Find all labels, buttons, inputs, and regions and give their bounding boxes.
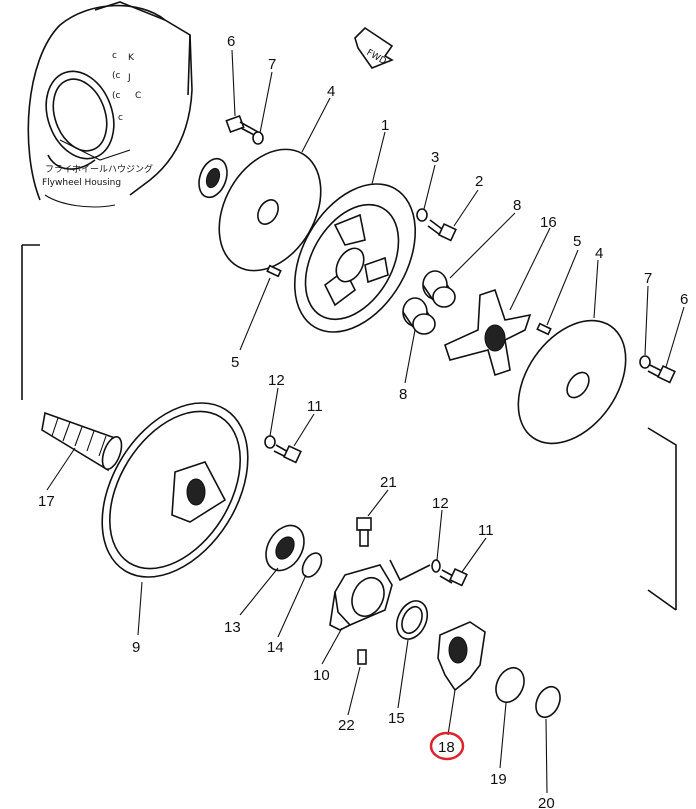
svg-text:(c: (c (112, 91, 121, 101)
bushing-8-lower (402, 297, 436, 335)
leader-lines (46, 49, 685, 794)
shaft-17 (41, 411, 123, 472)
part-label-11: 11 (478, 522, 494, 539)
washer-7-top (252, 131, 264, 145)
part-label-2: 2 (475, 173, 483, 190)
svg-text:J: J (127, 73, 131, 83)
bolt-6-right (647, 364, 676, 384)
part-label-15: 15 (388, 710, 405, 727)
washer-12-upper (264, 435, 276, 449)
bolt-11-lower (439, 567, 468, 587)
part-label-13: 13 (224, 619, 241, 636)
snap-ring-14 (301, 552, 323, 578)
bushing-8-upper (422, 270, 456, 308)
hub-16 (444, 288, 532, 377)
fwd-arrow-icon: FWD (354, 26, 394, 69)
part-label-5: 5 (573, 233, 581, 250)
fitting-22 (357, 649, 367, 665)
part-label-1: 1 (381, 117, 389, 134)
svg-text:c: c (112, 51, 117, 61)
washer-7-right (639, 355, 651, 369)
housing-caption-jp: フライホイールハウジング (45, 163, 153, 175)
damper-plate-1 (293, 183, 417, 333)
fitting-21 (356, 517, 372, 547)
part-label-17: 17 (38, 493, 55, 510)
svg-text:C: C (135, 91, 141, 101)
part-label-16: 16 (540, 214, 557, 231)
plate-4-right (517, 319, 627, 445)
part-label-4: 4 (327, 83, 335, 100)
pin-5-upper (266, 264, 282, 278)
bracket-lines (21, 244, 677, 611)
snap-ring-20 (535, 685, 561, 719)
bearing-top (198, 157, 228, 199)
plate-4-upper (218, 148, 322, 272)
part-label-7: 7 (644, 270, 652, 287)
plug-19 (495, 666, 525, 704)
part-label-19: 19 (490, 771, 507, 788)
flywheel-9 (101, 402, 249, 578)
washer-3 (416, 208, 428, 222)
part-label-5: 5 (231, 354, 239, 371)
bearing-13 (265, 524, 305, 572)
svg-text:c: c (118, 113, 123, 123)
part-label-11: 11 (307, 398, 323, 415)
part-label-12: 12 (268, 372, 285, 389)
part-label-8: 8 (513, 197, 521, 214)
part-label-18: 18 (438, 739, 455, 756)
part-labels: 6 7 4 1 3 2 8 16 5 4 7 6 5 8 12 11 17 21… (38, 33, 688, 809)
bolt-11-upper (273, 444, 302, 464)
bearing-housing-10 (329, 564, 393, 631)
highlight-ring (429, 731, 465, 761)
seal-15 (395, 600, 429, 640)
part-label-4: 4 (595, 245, 603, 262)
bolt-6-top (225, 114, 259, 137)
part-label-6: 6 (680, 291, 688, 308)
part-label-6: 6 (227, 33, 235, 50)
part-label-12: 12 (432, 495, 449, 512)
flange-18 (437, 621, 486, 692)
part-label-10: 10 (313, 667, 330, 684)
housing-caption-en: Flywheel Housing (42, 178, 121, 188)
washer-12-lower (431, 559, 441, 573)
svg-text:(c: (c (112, 71, 121, 81)
part-label-14: 14 (267, 639, 284, 656)
part-label-3: 3 (431, 149, 439, 166)
bolt-2 (427, 219, 457, 242)
pin-5-right (536, 322, 552, 336)
part-label-20: 20 (538, 795, 555, 809)
part-label-7: 7 (268, 56, 276, 73)
svg-text:K: K (128, 53, 135, 63)
part-label-22: 22 (338, 717, 355, 734)
flywheel-housing: c K (c J (c C c フライホイールハウジング Flywheel Ho… (27, 1, 193, 208)
part-label-9: 9 (132, 639, 140, 656)
part-label-21: 21 (380, 474, 397, 491)
part-label-8: 8 (399, 386, 407, 403)
fwd-arrow-label: FWD (365, 48, 388, 67)
